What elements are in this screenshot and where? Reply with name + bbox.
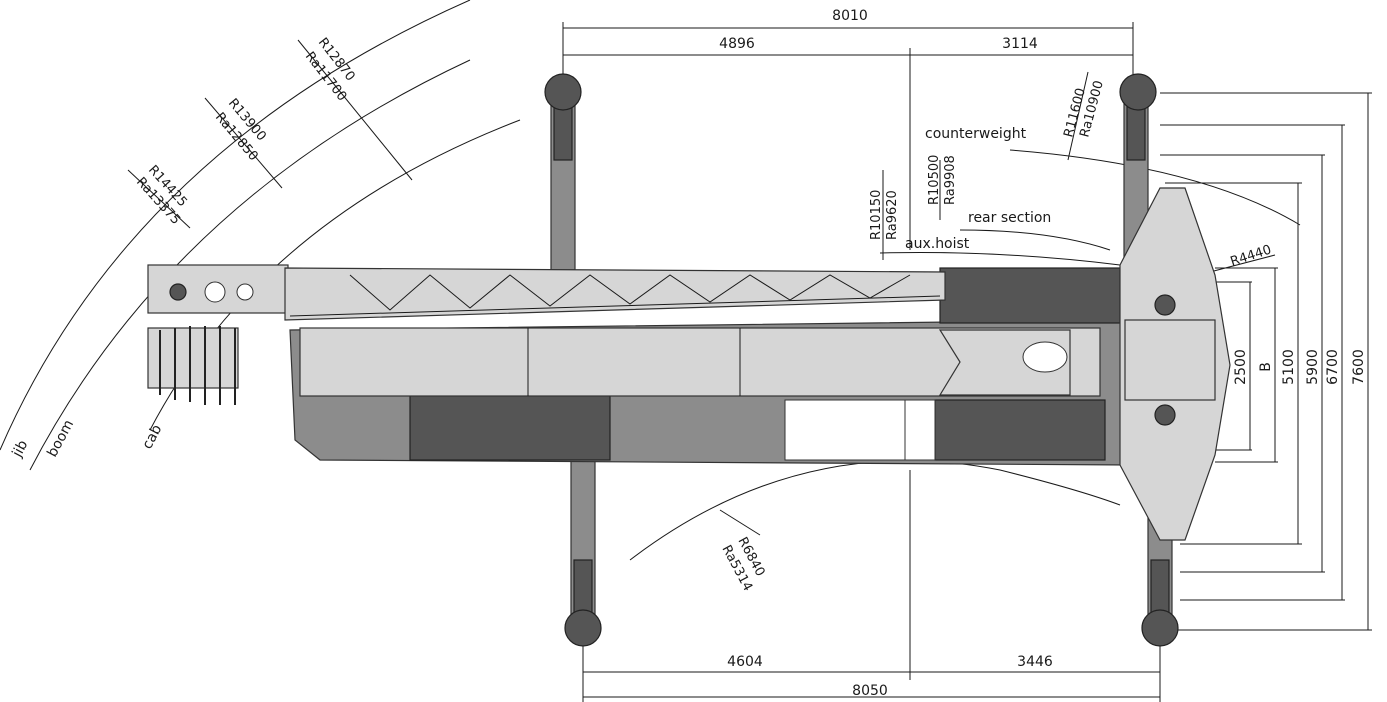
dim-bottom-left: 4604 — [727, 654, 763, 670]
dim-5900: 5900 — [1305, 349, 1321, 385]
radius-aux-r: R10150 — [869, 190, 884, 240]
dim-b: B — [1258, 362, 1274, 372]
dim-7600: 7600 — [1351, 349, 1367, 385]
label-jib: jib — [9, 438, 31, 461]
width-dimensions: 2500 B 5100 5900 6700 7600 — [1160, 92, 1372, 631]
top-dimensions: 8010 4896 3114 — [562, 8, 1134, 250]
label-cab: cab — [139, 422, 165, 452]
dim-2500: 2500 — [1233, 349, 1249, 385]
dim-5100: 5100 — [1281, 349, 1297, 385]
front-arc — [629, 460, 1121, 561]
label-boom: boom — [44, 417, 77, 460]
radius-tail-r: R4440 — [1229, 243, 1274, 270]
dim-top-right: 3114 — [1002, 36, 1038, 52]
radius-aux-ra: Ra9620 — [885, 190, 900, 240]
dim-bottom-right: 3446 — [1017, 654, 1053, 670]
counterweight-arc — [1009, 149, 1301, 226]
bottom-dimensions: 4604 3446 8050 — [582, 470, 1161, 702]
dim-top-left: 4896 — [719, 36, 755, 52]
dim-top-total: 8010 — [832, 8, 868, 24]
tail-leader — [1209, 254, 1276, 273]
dim-6700: 6700 — [1325, 349, 1341, 385]
boom-arc — [29, 59, 471, 471]
label-aux-hoist: aux.hoist — [905, 236, 970, 252]
radius-rear-r: R10500 — [927, 155, 942, 205]
outriggers — [544, 73, 1179, 647]
label-rear-section: rear section — [968, 210, 1051, 226]
label-counterweight: counterweight — [925, 126, 1027, 142]
aux-hoist-arc — [879, 252, 1121, 266]
crane-body — [147, 187, 1231, 541]
jib-arc — [0, 0, 471, 451]
radius-rear-ra: Ra9908 — [943, 155, 958, 205]
dim-bottom-total: 8050 — [852, 683, 888, 699]
rear-section-arc — [959, 229, 1111, 251]
